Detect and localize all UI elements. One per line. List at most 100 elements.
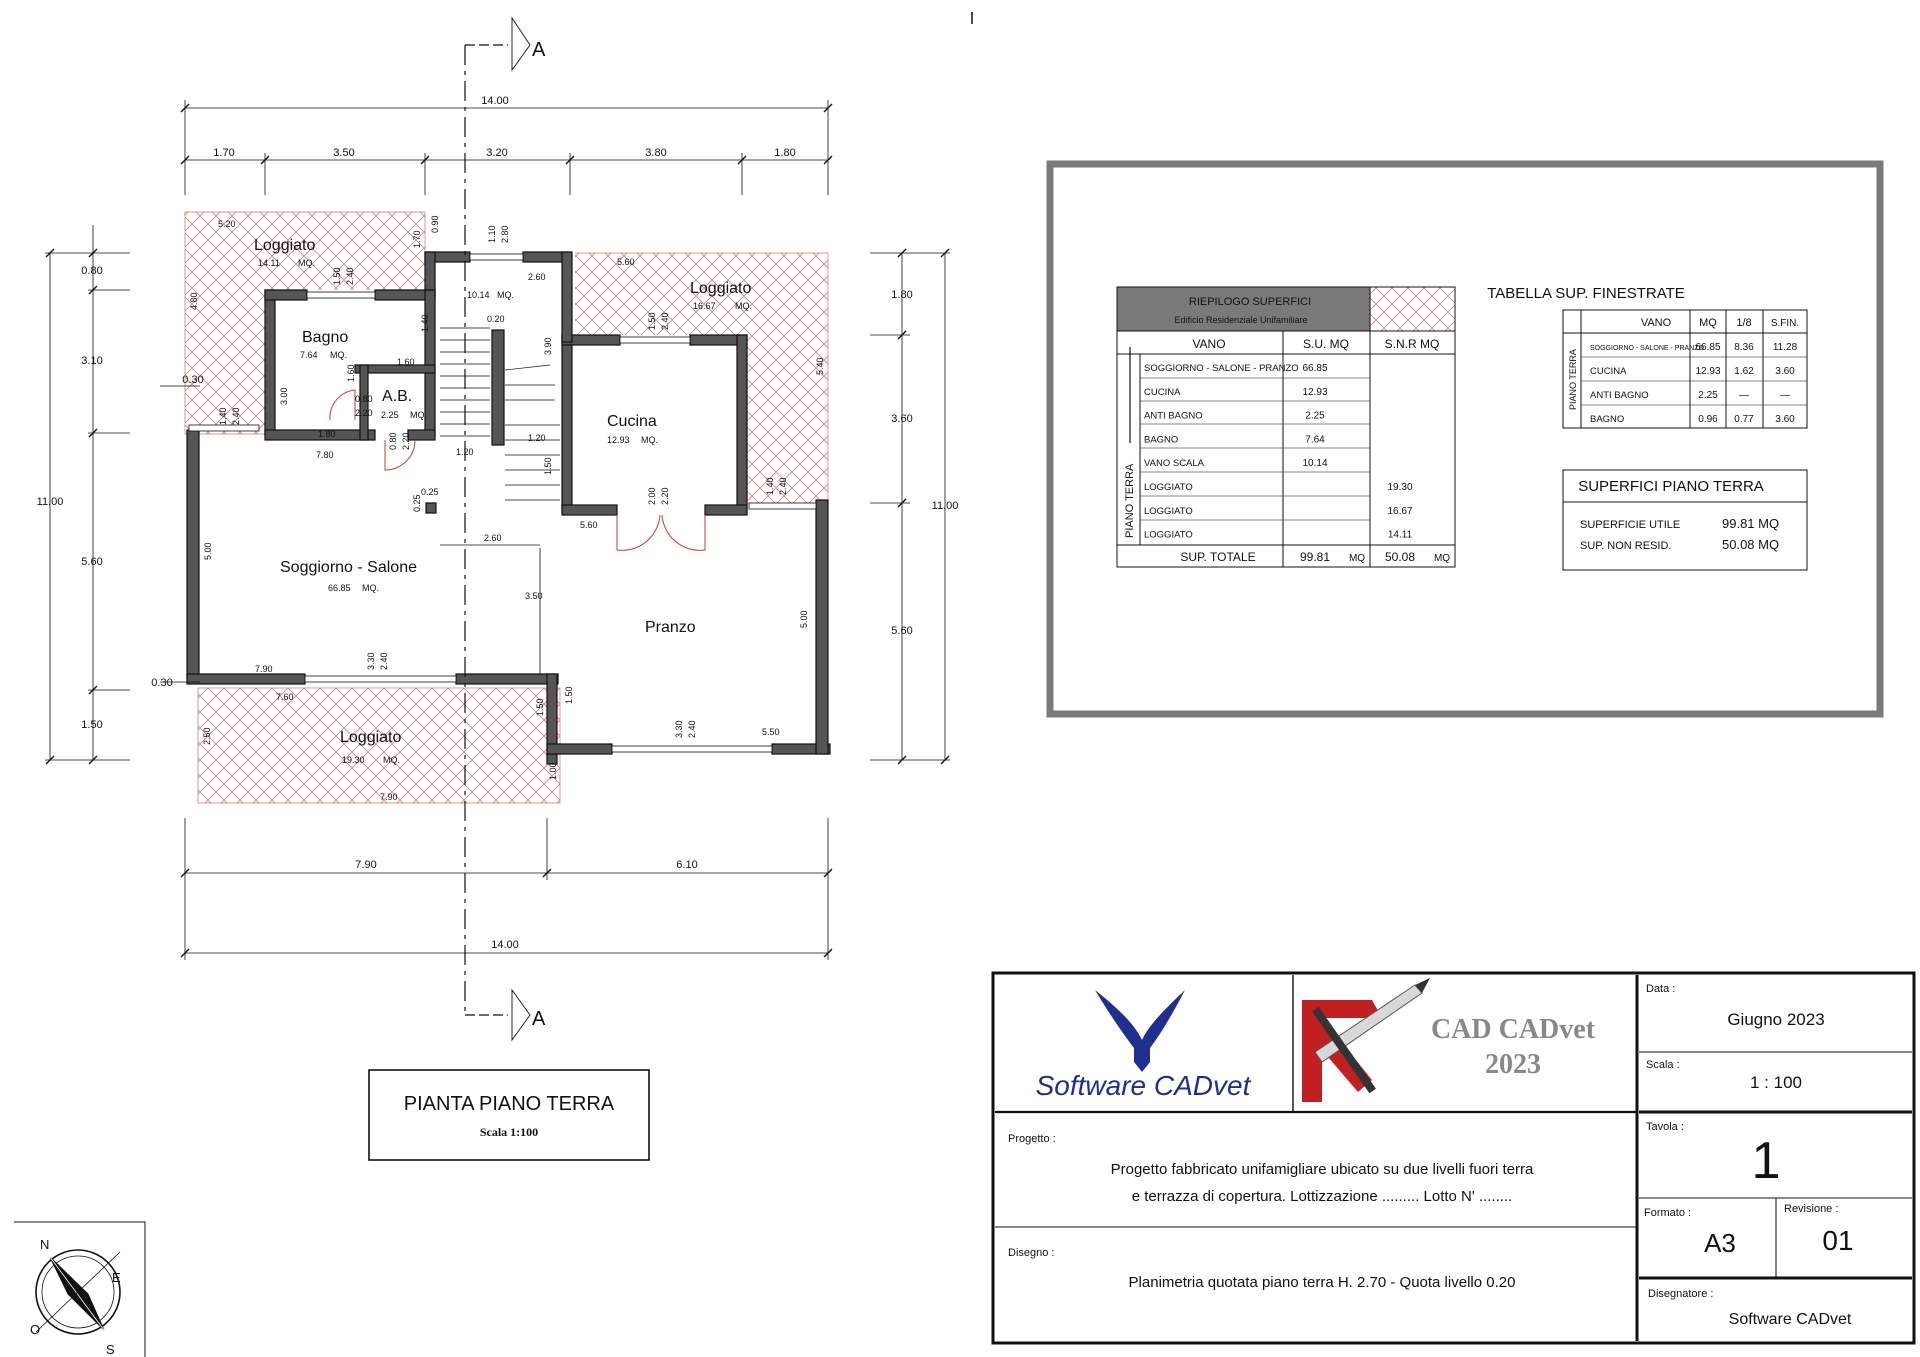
riepilogo-row-vano: CUCINA xyxy=(1144,387,1181,398)
idim-150e: 1.50 xyxy=(564,686,574,704)
room-scala-unit: MQ. xyxy=(497,290,514,300)
dim-bottom-seg-1: 7.90 xyxy=(355,859,376,871)
idim-240c: 2.40 xyxy=(231,407,241,425)
riepilogo-header-su: S.U. MQ xyxy=(1303,337,1349,351)
plan-title: PIANTA PIANO TERRA xyxy=(404,1093,615,1115)
riepilogo-row-vano: BAGNO xyxy=(1144,434,1178,445)
walls xyxy=(186,251,831,765)
idim-140a: 1.40 xyxy=(420,314,430,332)
section-label-bottom: A xyxy=(532,1008,546,1030)
finestrate-row-sfin: 3.60 xyxy=(1775,366,1795,377)
idim-560b: 5.60 xyxy=(580,520,598,530)
revisione-label: Revisione : xyxy=(1784,1203,1838,1215)
room-ab-unit: MQ. xyxy=(410,410,427,420)
dim-bottom-seg-2: 6.10 xyxy=(676,859,697,871)
idim-240d: 2.40 xyxy=(778,477,788,495)
room-cucina-area: 12.93 xyxy=(607,435,630,445)
riepilogo-row-vano: VANO SCALA xyxy=(1144,458,1205,469)
finestrate-row-sfin: 11.28 xyxy=(1773,342,1798,353)
windows xyxy=(188,253,817,753)
riepilogo-row-su: 2.25 xyxy=(1305,411,1325,422)
idim-780: 7.80 xyxy=(316,450,334,460)
room-loggiato-s-area: 19.30 xyxy=(342,755,365,765)
idim-140b: 1.40 xyxy=(218,407,228,425)
idim-260b: 2.60 xyxy=(484,533,502,543)
idim-790b: 7.90 xyxy=(380,792,398,802)
superfici-title: SUPERFICI PIANO TERRA xyxy=(1578,478,1764,495)
room-bagno-unit: MQ. xyxy=(330,350,347,360)
room-loggiato-nw-area: 14.11 xyxy=(258,258,280,268)
riepilogo-row-su: 66.85 xyxy=(1302,363,1327,374)
dim-left-seg-3: 5.60 xyxy=(81,556,102,568)
scala-value: 1 : 100 xyxy=(1750,1073,1802,1092)
data-value: Giugno 2023 xyxy=(1727,1010,1824,1029)
superfici-row-2-label: SUP. NON RESID. xyxy=(1580,540,1672,552)
idim-180: 1.80 xyxy=(318,429,336,439)
idim-240f: 2.40 xyxy=(687,720,697,738)
finestrate-side-label: PIANO TERRA xyxy=(1568,349,1578,410)
riepilogo-total-snr-unit: MQ xyxy=(1434,553,1450,564)
finestrate-row-vano: SOGGIORNO - SALONE - PRANZO xyxy=(1590,345,1705,352)
idim-020: 0.20 xyxy=(487,314,505,324)
room-loggiato-ne: Loggiato xyxy=(690,280,751,297)
dim-left-total: 11.00 xyxy=(37,496,64,508)
disegno-label: Disegno : xyxy=(1008,1247,1054,1259)
compass-n: N xyxy=(40,1237,49,1252)
idim-500b: 5.00 xyxy=(799,610,809,628)
superfici-table: SUPERFICI PIANO TERRA SUPERFICIE UTILE 9… xyxy=(1562,469,1808,571)
disegnatore-label: Disegnatore : xyxy=(1648,1288,1713,1300)
idim-330a: 3.30 xyxy=(366,652,376,670)
idim-390: 3.90 xyxy=(543,337,553,355)
eagle-logo-icon xyxy=(1095,990,1185,1072)
tavola-label: Tavola : xyxy=(1646,1121,1684,1133)
finestrate-header-mq: MQ xyxy=(1699,317,1717,329)
riepilogo-table: RIEPILOGO SUPERFICI Edificio Residenzial… xyxy=(1116,286,1456,568)
finestrate-row-mq: 0.96 xyxy=(1698,414,1718,425)
room-scala-area: 10.14 xyxy=(467,290,490,300)
company-name: Software CADvet xyxy=(1036,1070,1252,1101)
finestrate-header-ott: 1/8 xyxy=(1736,317,1751,329)
room-bagno: Bagno xyxy=(302,329,348,346)
idim-090: 0.90 xyxy=(430,215,440,233)
idim-350: 3.50 xyxy=(525,591,543,601)
superfici-row-1-value: 99.81 MQ xyxy=(1722,516,1779,531)
data-label: Data : xyxy=(1646,983,1675,995)
room-loggiato-nw-unit: MQ. xyxy=(298,258,315,268)
idim-100: 1.00 xyxy=(548,762,558,780)
dim-left-seg-1: 0.80 xyxy=(81,265,102,277)
idim-150a: 1.50 xyxy=(332,267,342,285)
finestrate-row-ott: 0.77 xyxy=(1734,414,1754,425)
idim-790a: 7.90 xyxy=(255,664,273,674)
finestrate-row-vano: CUCINA xyxy=(1590,366,1627,377)
plan-title-box: PIANTA PIANO TERRA Scala 1:100 xyxy=(368,1069,650,1161)
room-soggiorno: Soggiorno - Salone xyxy=(280,559,417,576)
idim-025a: 0.25 xyxy=(421,487,439,497)
section-line-a xyxy=(464,16,531,1042)
dim-top-seg-3: 3.20 xyxy=(486,147,507,159)
compass-e: E xyxy=(112,1270,121,1285)
idim-240b: 2.40 xyxy=(660,312,670,330)
riepilogo-row-vano: ANTI BAGNO xyxy=(1144,411,1203,422)
finestrate-table: TABELLA SUP. FINESTRATE VANO MQ 1/8 S.FI… xyxy=(1487,285,1808,429)
idim-150d: 1.50 xyxy=(535,698,545,716)
riepilogo-row-vano: SOGGIORNO - SALONE - PRANZO xyxy=(1144,363,1299,374)
section-label-top: A xyxy=(532,39,546,61)
finestrate-row-mq: 66.85 xyxy=(1695,342,1720,353)
dimension-lines xyxy=(45,100,950,960)
finestrate-row-sfin: 3.60 xyxy=(1775,414,1795,425)
pencil-ruler-logo-icon xyxy=(1302,978,1430,1102)
idim-480: 4.80 xyxy=(189,292,199,310)
riepilogo-header-vano: VANO xyxy=(1192,337,1225,351)
dim-left-small-2: 0.30 xyxy=(151,677,172,689)
disegnatore-value: Software CADvet xyxy=(1729,1311,1852,1328)
idim-250: 2.50 xyxy=(202,727,212,745)
idim-160a: 1.60 xyxy=(346,364,356,382)
finestrate-row-ott: 8.36 xyxy=(1734,342,1754,353)
riepilogo-total-su-unit: MQ xyxy=(1349,553,1365,564)
progetto-line-1: Progetto fabbricato unifamigliare ubicat… xyxy=(1111,1161,1534,1178)
superfici-row-2-value: 50.08 MQ xyxy=(1722,537,1779,552)
compass: N E S O xyxy=(14,1221,146,1357)
product-year: 2023 xyxy=(1485,1049,1541,1080)
loggiato-s-hatch xyxy=(197,687,561,804)
